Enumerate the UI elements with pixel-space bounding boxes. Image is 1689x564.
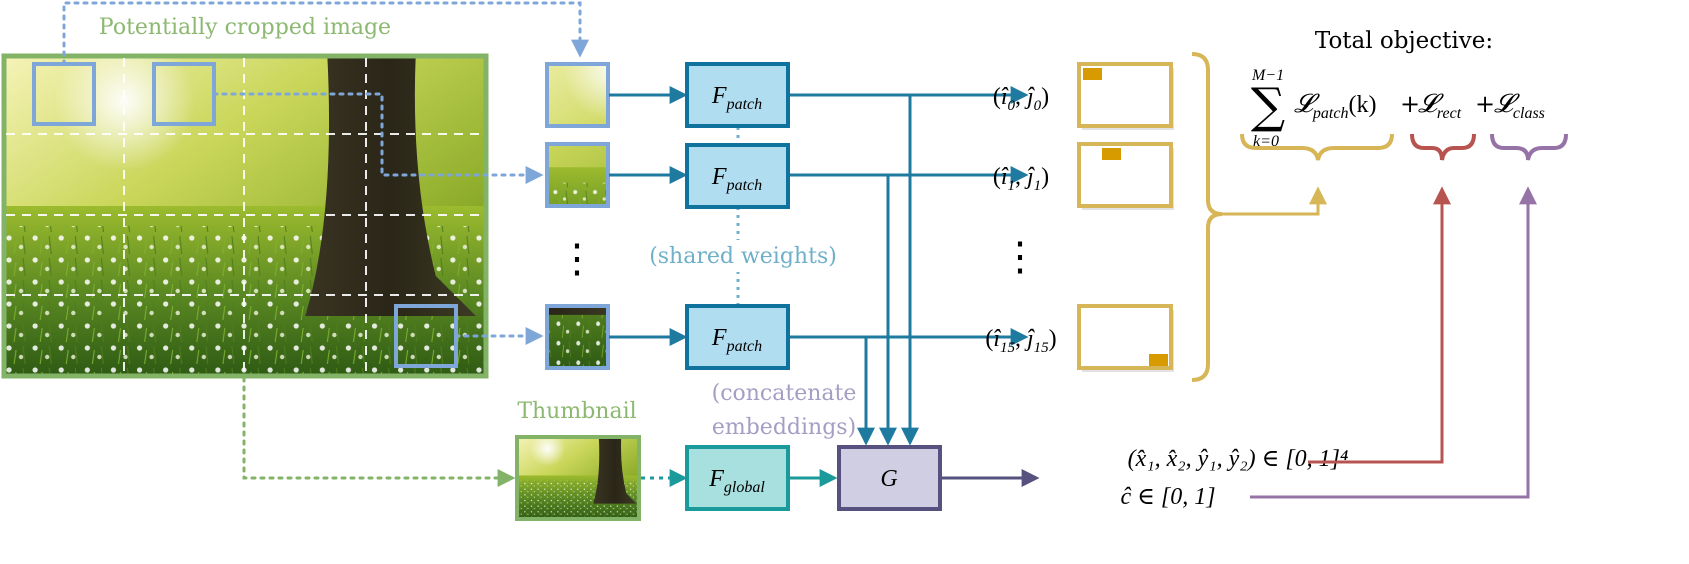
- svg-text:𝓛patch(k): 𝓛patch(k): [1294, 89, 1376, 122]
- f-global: Fglobal: [685, 445, 790, 511]
- sum-lower: k=0: [1253, 133, 1279, 150]
- svg-text:Fpatch: Fpatch: [711, 325, 762, 355]
- g-head-label: G: [880, 466, 897, 492]
- position-grid-1: [1077, 142, 1174, 210]
- plus-1: +: [1400, 90, 1420, 118]
- class-output: ĉ ∈ [0, 1]: [1120, 484, 1215, 510]
- objective-formula: M−1 ∑ k=0 𝓛patch(k) + 𝓛rect + 𝓛class: [1251, 67, 1545, 150]
- thumbnail-label: Thumbnail: [517, 399, 636, 424]
- svg-text:𝓛rect: 𝓛rect: [1418, 89, 1462, 122]
- f-patch-1-main: F: [711, 164, 727, 190]
- thumbnail-connector: [242, 376, 516, 487]
- f-patch-0-sub: patch: [726, 96, 763, 113]
- svg-text:Fpatch: Fpatch: [711, 83, 762, 113]
- patch-loss-underbrace: [1240, 133, 1394, 161]
- g-head: G: [837, 445, 942, 511]
- class-loss-sub: class: [1513, 105, 1545, 122]
- patch1-connector: [212, 92, 544, 184]
- svg-text:Fpatch: Fpatch: [711, 164, 762, 194]
- svg-text:(î15, ĵ15): (î15, ĵ15): [985, 326, 1056, 356]
- patch-thumb-1: [545, 142, 610, 208]
- arrow-class-classloss: [1250, 186, 1537, 499]
- arrow-brace-patchloss: [1222, 186, 1327, 216]
- svg-text:(î0, ĵ0): (î0, ĵ0): [993, 84, 1049, 114]
- sum-upper: M−1: [1251, 67, 1284, 84]
- plus-2: +: [1475, 90, 1495, 118]
- f-patch-0: Fpatch: [685, 62, 790, 128]
- patch-loss-sub: patch: [1312, 105, 1349, 122]
- f-patch-1-sub: patch: [726, 177, 763, 194]
- concatenate-label-1: (concatenate: [712, 381, 857, 406]
- patch-thumb-0: [545, 62, 610, 128]
- svg-text:(î1, ĵ1): (î1, ĵ1): [993, 164, 1049, 194]
- patch-thumb-15: [545, 304, 610, 370]
- patch-grid: [6, 58, 484, 374]
- bbox-output: (x̂₁, x̂₂, ŷ₁, ŷ₂) ∈ [0, 1]⁴: [1128, 446, 1349, 472]
- output-ij-0: (î0, ĵ0): [993, 84, 1049, 114]
- concatenate-label-2: embeddings): [712, 415, 856, 440]
- f-patch-0-main: F: [711, 83, 727, 109]
- patch-ellipsis: ⋮: [557, 236, 597, 282]
- sum-symbol: ∑: [1251, 78, 1285, 134]
- svg-text:𝓛class: 𝓛class: [1494, 89, 1545, 122]
- f-patch-1: Fpatch: [685, 143, 790, 209]
- cropped-image-label: Potentially cropped image: [99, 15, 391, 40]
- cropped-image: [1, 53, 489, 379]
- class-loss-underbrace: [1490, 133, 1568, 161]
- output-ij-15: (î15, ĵ15): [985, 326, 1056, 356]
- rect-loss-underbrace: [1410, 133, 1476, 161]
- cropped-image-frame: [1, 53, 489, 379]
- rect-loss-sub: rect: [1437, 105, 1462, 122]
- output-ellipsis: ⋮: [1000, 234, 1040, 280]
- arrow-bbox-rectloss: [1308, 186, 1451, 464]
- position-grid-0: [1077, 62, 1174, 130]
- f-global-main: F: [708, 466, 724, 492]
- patch0-connector: [62, 1, 589, 66]
- position-grid-15: [1077, 304, 1174, 372]
- f-patch-15-sub: patch: [726, 338, 763, 355]
- f-patch-15: Fpatch: [685, 304, 790, 370]
- shared-weights-label-bg: [650, 240, 836, 272]
- positions-brace: [1191, 52, 1223, 382]
- svg-text:Fglobal: Fglobal: [708, 466, 765, 496]
- f-global-sub: global: [724, 479, 765, 496]
- thumbnail-image: [515, 435, 641, 521]
- f-patch-15-main: F: [711, 325, 727, 351]
- shared-weights-label: (shared weights): [649, 244, 837, 269]
- objective-title: Total objective:: [1315, 28, 1493, 54]
- output-ij-1: (î1, ĵ1): [993, 164, 1049, 194]
